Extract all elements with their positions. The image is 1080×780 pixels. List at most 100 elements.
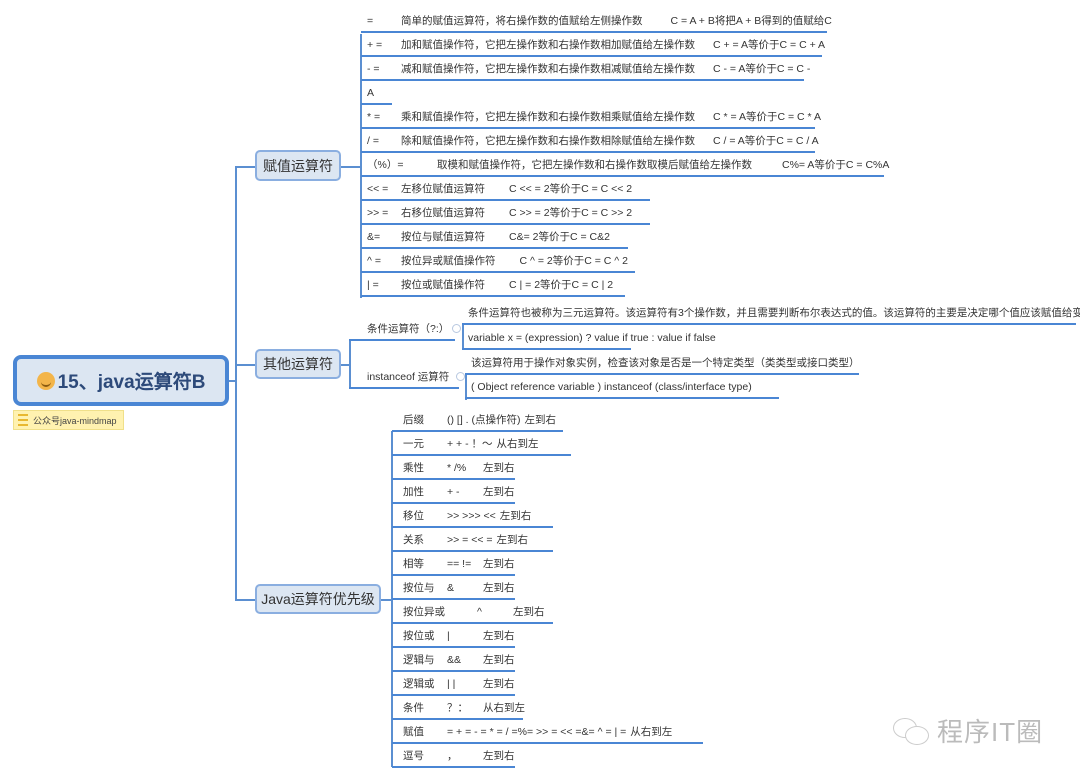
priority-item[interactable]: 按位与&左到右: [392, 581, 515, 600]
priority-item[interactable]: 逻辑与&&左到右: [392, 653, 515, 672]
branch-label: 其他运算符: [263, 356, 333, 372]
category: 按位或: [403, 630, 435, 642]
operator: | =: [367, 279, 379, 291]
other-operator-detail[interactable]: ( Object reference variable ) instanceof…: [465, 380, 779, 399]
note-badge[interactable]: 公众号java-mindmap: [13, 410, 124, 430]
example: C%= A等价于C = C%A: [782, 159, 890, 171]
category: 逻辑与: [403, 654, 435, 666]
category: 一元: [403, 438, 424, 450]
operator: - =: [367, 63, 380, 75]
priority-item[interactable]: 加性+ -左到右: [392, 485, 515, 504]
other-operator-detail[interactable]: 该运算符用于操作对象实例，检查该对象是否是一个特定类型（类类型或接口类型）: [465, 356, 860, 375]
connector: [235, 166, 237, 600]
example: C + = A等价于C = C + A: [713, 39, 826, 51]
watermark: 程序IT圈: [893, 712, 1043, 749]
description: 除和赋值操作符，它把左操作数和右操作数相除赋值给左操作数: [401, 135, 695, 147]
category: 条件: [403, 702, 424, 714]
example: C << = 2等价于C = C << 2: [509, 183, 633, 195]
root-title: 15、java运算符B: [57, 372, 206, 393]
priority-item[interactable]: 相等== !=左到右: [392, 557, 515, 576]
collapse-toggle-icon[interactable]: [456, 372, 465, 381]
priority-item[interactable]: 条件？：从右到左: [392, 701, 525, 720]
assign-item[interactable]: ^ = 按位异或赋值操作符 C ^ = 2等价于C = C ^ 2: [361, 254, 635, 273]
other-operator-detail[interactable]: variable x = (expression) ? value if tru…: [462, 331, 716, 350]
branch-other[interactable]: 其他运算符: [255, 349, 341, 379]
associativity: 左到右: [483, 558, 515, 570]
operators: == !=: [447, 558, 472, 570]
operators: >> >>> <<: [447, 510, 496, 522]
operator: A: [367, 87, 375, 99]
priority-item[interactable]: 移位 >> >>> <<左到右: [392, 509, 553, 528]
assign-item[interactable]: = 简单的赋值运算符，将右操作数的值赋给左侧操作数 C = A + B将把A + B…: [361, 14, 832, 33]
collapse-toggle-icon[interactable]: [452, 324, 461, 333]
connector: [462, 324, 464, 350]
branch-assign[interactable]: 赋值运算符: [255, 150, 341, 181]
example: C - = A等价于C = C -: [713, 63, 811, 75]
priority-item[interactable]: 逗号，左到右: [392, 749, 515, 768]
operator: =: [367, 15, 374, 27]
category: 关系: [403, 534, 424, 546]
operators: >> = << =: [447, 534, 493, 546]
example: C&= 2等价于C = C&2: [509, 231, 610, 243]
description: 简单的赋值运算符，将右操作数的值赋给左侧操作数: [401, 15, 643, 27]
priority-item[interactable]: 乘性* /%左到右: [392, 461, 515, 480]
wechat-icon: [893, 717, 929, 745]
root-node[interactable]: 15、java运算符B: [13, 355, 229, 406]
operators: |: [447, 630, 450, 642]
example: C = A + B将把A + B得到的值赋给C: [670, 15, 832, 27]
associativity: 左到右: [483, 678, 515, 690]
operators: + -: [447, 486, 460, 498]
associativity: 左到右: [483, 630, 515, 642]
associativity: 左到右: [496, 534, 529, 546]
priority-item[interactable]: 一元+ + - ！〜从右到左: [392, 437, 571, 456]
branch-label: 赋值运算符: [263, 157, 333, 174]
other-operator-detail[interactable]: 条件运算符也被称为三元运算符。该运算符有3个操作数，并且需要判断布尔表达式的值。…: [462, 306, 1080, 325]
priority-item[interactable]: 逻辑或| |左到右: [392, 677, 515, 696]
associativity: 从右到左: [496, 438, 539, 450]
priority-item[interactable]: 关系 >> = << =左到右: [392, 533, 553, 552]
category: 移位: [403, 510, 424, 522]
associativity: 从右到左: [630, 726, 673, 738]
associativity: 左到右: [483, 582, 515, 594]
other-operator-item[interactable]: 条件运算符（?:）: [349, 322, 455, 341]
operator: ^ =: [367, 255, 381, 267]
connector: [235, 599, 255, 601]
priority-item[interactable]: 按位异或^左到右: [392, 605, 553, 624]
associativity: 从右到左: [483, 702, 525, 714]
operator: + =: [367, 39, 383, 51]
assign-item[interactable]: A: [361, 86, 392, 105]
example: C >> = 2等价于C = C >> 2: [509, 207, 633, 219]
priority-item[interactable]: 后缀() [] . (点操作符)左到右: [392, 413, 563, 432]
operator: &=: [367, 231, 381, 243]
category: 按位与: [403, 582, 435, 594]
branch-priority[interactable]: Java运算符优先级: [255, 584, 381, 614]
description: 按位异或赋值操作符: [401, 255, 496, 267]
operator: （%）=: [367, 159, 404, 171]
operators: | |: [447, 678, 456, 690]
other-operator-item[interactable]: instanceof 运算符: [349, 370, 459, 389]
description: 右移位赋值运算符: [401, 207, 485, 219]
priority-item[interactable]: 按位或 | 左到右: [392, 629, 515, 648]
priority-item[interactable]: 赋值= + = - = * = / =%= >> = << =&= ^ = | …: [392, 725, 703, 744]
associativity: 左到右: [499, 510, 532, 522]
connector: [340, 166, 360, 168]
operator: * =: [367, 111, 381, 123]
category: 乘性: [403, 462, 424, 474]
connector: [360, 34, 362, 298]
associativity: 左到右: [483, 486, 515, 498]
example: C | = 2等价于C = C | 2: [509, 279, 614, 291]
description: 乘和赋值操作符，它把左操作数和右操作数相乘赋值给左操作数: [401, 111, 695, 123]
associativity: 左到右: [524, 414, 557, 426]
connector: [340, 364, 350, 366]
operators: ，: [447, 750, 458, 762]
example: C ^ = 2等价于C = C ^ 2: [519, 255, 628, 267]
